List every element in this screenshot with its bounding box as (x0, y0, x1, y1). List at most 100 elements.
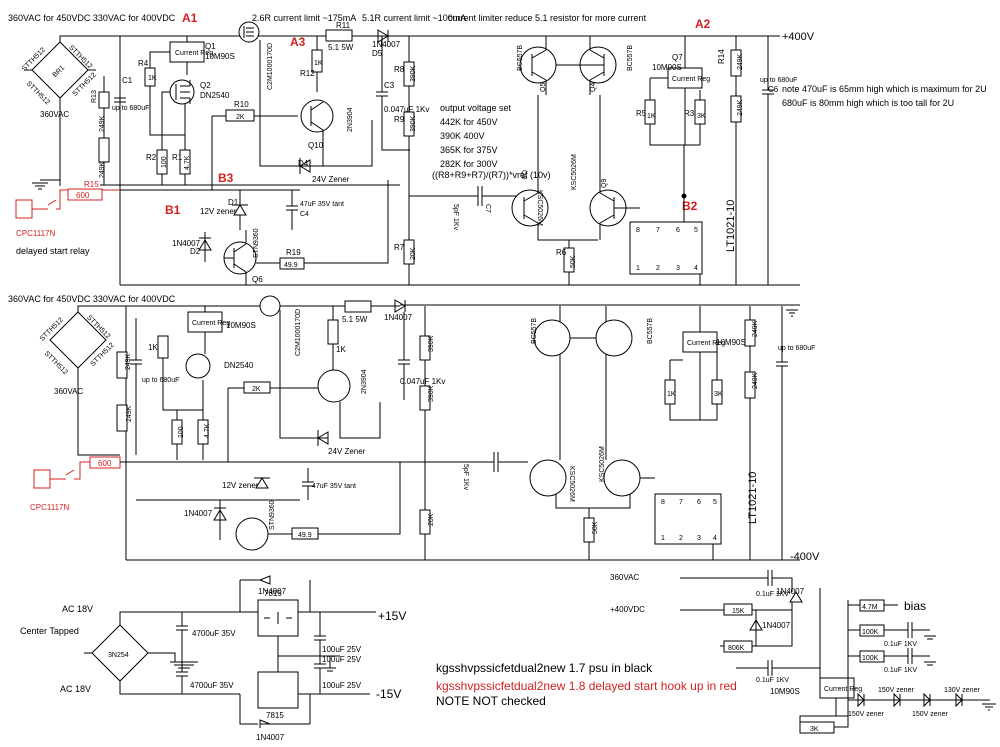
svg-text:7: 7 (679, 499, 683, 506)
current-limiter-note: current limiter reduce 5.1 resistor for … (448, 13, 647, 23)
diode-d2: 1N4007 D2 (172, 232, 212, 262)
svg-text:STTH512: STTH512 (85, 314, 111, 340)
transistor-q6: STN9360 Q6 (223, 228, 263, 285)
svg-text:AC 18V: AC 18V (60, 684, 91, 694)
svg-text:R3: R3 (684, 109, 695, 118)
svg-text:1: 1 (636, 265, 640, 272)
svg-text:150V zener: 150V zener (912, 711, 948, 718)
svg-text:Q9: Q9 (601, 179, 608, 188)
svg-text:+15V: +15V (378, 609, 406, 623)
svg-text:R9: R9 (394, 115, 405, 124)
cap-c1: C1 up to 680uF (112, 72, 149, 180)
svg-text:10M90S: 10M90S (716, 338, 746, 347)
resistor-r2: R2 100 (146, 149, 168, 185)
svg-text:4: 4 (694, 265, 698, 272)
svg-text:up to 680uF: up to 680uF (112, 105, 149, 112)
svg-text:Current Reg: Current Reg (687, 340, 725, 347)
bias-supply: 360VAC +400VDC 0.1uF 1KV 1N4007 15K 1N40… (610, 570, 996, 734)
resistor-r4: R4 1K (138, 59, 185, 136)
svg-text:360VAC: 360VAC (40, 110, 69, 119)
svg-text:5pF 1Kv: 5pF 1Kv (462, 464, 469, 491)
svg-text:5: 5 (694, 227, 698, 234)
svg-text:10M90S: 10M90S (770, 687, 800, 696)
svg-text:365K for 375V: 365K for 375V (440, 145, 498, 155)
svg-text:12V zener: 12V zener (200, 207, 237, 216)
svg-text:5: 5 (713, 499, 717, 506)
resistor-r8: R8 390K (394, 61, 417, 87)
svg-text:0.1uF 1KV: 0.1uF 1KV (756, 591, 789, 598)
svg-text:1N4007: 1N4007 (172, 239, 201, 248)
voltage-reference-top: 8 7 6 5 1 2 3 4 LT1021-10 (629, 200, 737, 285)
svg-text:6: 6 (676, 227, 680, 234)
svg-text:15K: 15K (732, 608, 745, 615)
lower-5pf-cap: 5pF 1Kv (400, 452, 528, 491)
svg-text:3K: 3K (714, 391, 723, 398)
svg-text:5.1 5W: 5.1 5W (328, 43, 354, 52)
cap-height-note-1: note 470uF is 65mm high which is maximum… (782, 84, 987, 94)
svg-text:CPC1117N: CPC1117N (30, 503, 70, 512)
svg-text:10M90S: 10M90S (205, 52, 235, 61)
svg-text:50K: 50K (570, 255, 577, 268)
svg-text:249K: 249K (752, 372, 759, 389)
svg-text:delayed start relay: delayed start relay (16, 246, 90, 256)
svg-text:Q10: Q10 (308, 141, 324, 150)
svg-text:Center Tapped: Center Tapped (20, 626, 79, 636)
svg-text:R12: R12 (300, 69, 315, 78)
svg-text:AC 18V: AC 18V (62, 604, 93, 614)
svg-text:100: 100 (178, 426, 185, 438)
revision-note-red: kgsshvpssicfetdual2new 1.8 delayed start… (436, 679, 737, 693)
resistor-r19: R19 49.9 (256, 180, 389, 270)
cap-c6: up to 680uF C6 (760, 36, 797, 285)
svg-text:KSC5026M: KSC5026M (599, 446, 606, 482)
svg-text:249K: 249K (737, 53, 744, 70)
svg-text:R19: R19 (286, 248, 301, 257)
svg-text:Current Reg: Current Reg (672, 76, 710, 83)
svg-text:4.7M: 4.7M (862, 604, 878, 611)
svg-text:49.9: 49.9 (284, 262, 298, 269)
svg-text:-15V: -15V (376, 687, 401, 701)
transistor-q4: BC557B Q4 (556, 36, 634, 95)
svg-text:C3: C3 (384, 81, 395, 90)
svg-text:output voltage set: output voltage set (440, 103, 512, 113)
svg-text:DN2540: DN2540 (200, 91, 230, 100)
svg-text:LT1021-10: LT1021-10 (725, 200, 737, 252)
resistor-r12: R12 1K (300, 36, 323, 92)
svg-text:4: 4 (713, 535, 717, 542)
svg-text:C6: C6 (768, 85, 779, 94)
rail-label-neg400: -400V (790, 551, 820, 563)
svg-text:Q7: Q7 (672, 53, 683, 62)
svg-text:R2: R2 (146, 153, 157, 162)
svg-text:Q1: Q1 (205, 42, 216, 51)
transistor-q9: KSC5026M Q9 (571, 95, 640, 240)
svg-text:R6: R6 (556, 248, 567, 257)
input-voltage-note-bottom: 360VAC for 450VDC 330VAC for 400VDC (8, 294, 176, 304)
svg-text:BC557B: BC557B (647, 318, 654, 344)
svg-text:Q2: Q2 (200, 81, 211, 90)
svg-text:3K: 3K (810, 726, 819, 733)
svg-text:7: 7 (656, 227, 660, 234)
svg-text:24V Zener: 24V Zener (312, 175, 350, 184)
test-point-a2: A2 (695, 17, 711, 31)
svg-text:100uF 25V: 100uF 25V (322, 645, 362, 654)
zener-d1: D1 12V zener (200, 198, 248, 230)
svg-text:Current Reg: Current Reg (824, 686, 862, 693)
svg-text:390K 400V: 390K 400V (440, 131, 485, 141)
svg-text:10M90S: 10M90S (652, 63, 682, 72)
cap-c4: 47uF 35V tant C4 (286, 190, 344, 230)
svg-text:0.1uF 1KV: 0.1uF 1KV (884, 641, 917, 648)
svg-text:1K: 1K (148, 343, 158, 352)
svg-text:1K: 1K (148, 75, 157, 82)
current-regulator-q7: Current Reg Q7 10M90S (649, 36, 710, 145)
svg-text:20K: 20K (428, 513, 435, 526)
svg-text:STTH512: STTH512 (90, 342, 116, 368)
current-limit-note-2: 5.1R current limit ~100mA (362, 13, 466, 23)
svg-text:3: 3 (697, 535, 701, 542)
lower-reg-and-ref: Current Reg 10M90S 1K 3K 8 7 6 5 1 2 3 4… (654, 306, 759, 560)
svg-text:STTH512: STTH512 (43, 350, 69, 376)
bridge-rectifier-bottom: STTH512 STTH512 STTH512 STTH512 360VAC (39, 305, 127, 560)
svg-text:0.1uF 1KV: 0.1uF 1KV (884, 667, 917, 674)
svg-text:STN9360: STN9360 (269, 500, 276, 530)
top-mid-wire (100, 184, 400, 205)
svg-text:2: 2 (656, 265, 660, 272)
svg-text:10M90S: 10M90S (226, 321, 256, 330)
